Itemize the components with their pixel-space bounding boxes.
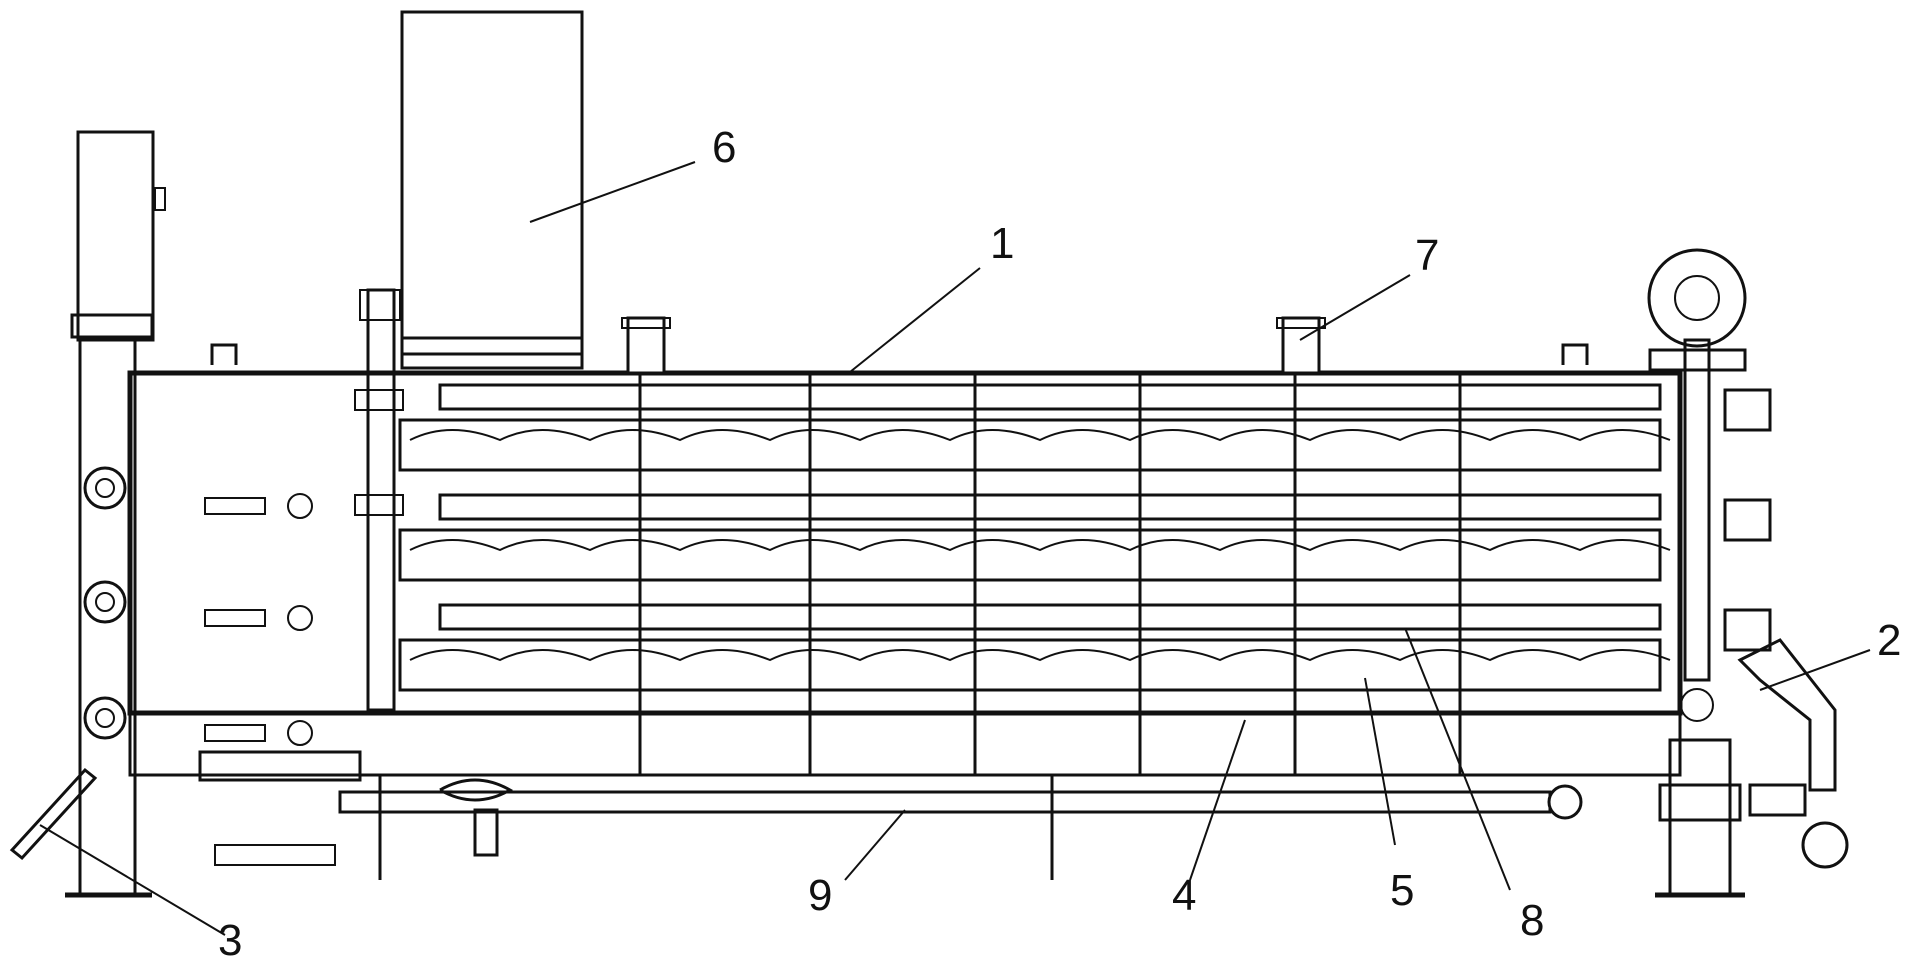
callout-5: 5 [1390, 866, 1414, 915]
tier-2 [398, 493, 1671, 582]
lifting-lugs [210, 343, 1589, 365]
left-chute [9, 767, 98, 861]
callout-8: 7 [1415, 231, 1439, 280]
right-support [1655, 738, 1849, 898]
tier-1 [398, 383, 1671, 472]
left-drives [198, 493, 362, 782]
main-frame [127, 370, 1683, 777]
left-cabinet [70, 130, 166, 342]
callout-6: 6 [712, 123, 736, 172]
callout-9: 9 [808, 871, 832, 920]
callout-1: 1 [990, 219, 1014, 268]
callout-4: 4 [1172, 871, 1196, 920]
callout-2: 2 [1877, 616, 1901, 665]
callout-3: 3 [218, 916, 242, 965]
left-vertical-post [354, 288, 404, 712]
right-drive-head [1647, 248, 1772, 722]
left-column [65, 338, 152, 898]
discharge-duct [1737, 638, 1837, 792]
conveyor-tiers [398, 373, 1671, 775]
tier-3 [398, 603, 1671, 692]
leader-lines [39, 161, 1871, 936]
left-rollers [83, 466, 127, 740]
hopper-box [400, 10, 584, 370]
top-vents [621, 316, 1326, 375]
callout-7: 8 [1520, 896, 1544, 945]
bottom-pipe [214, 775, 1583, 880]
